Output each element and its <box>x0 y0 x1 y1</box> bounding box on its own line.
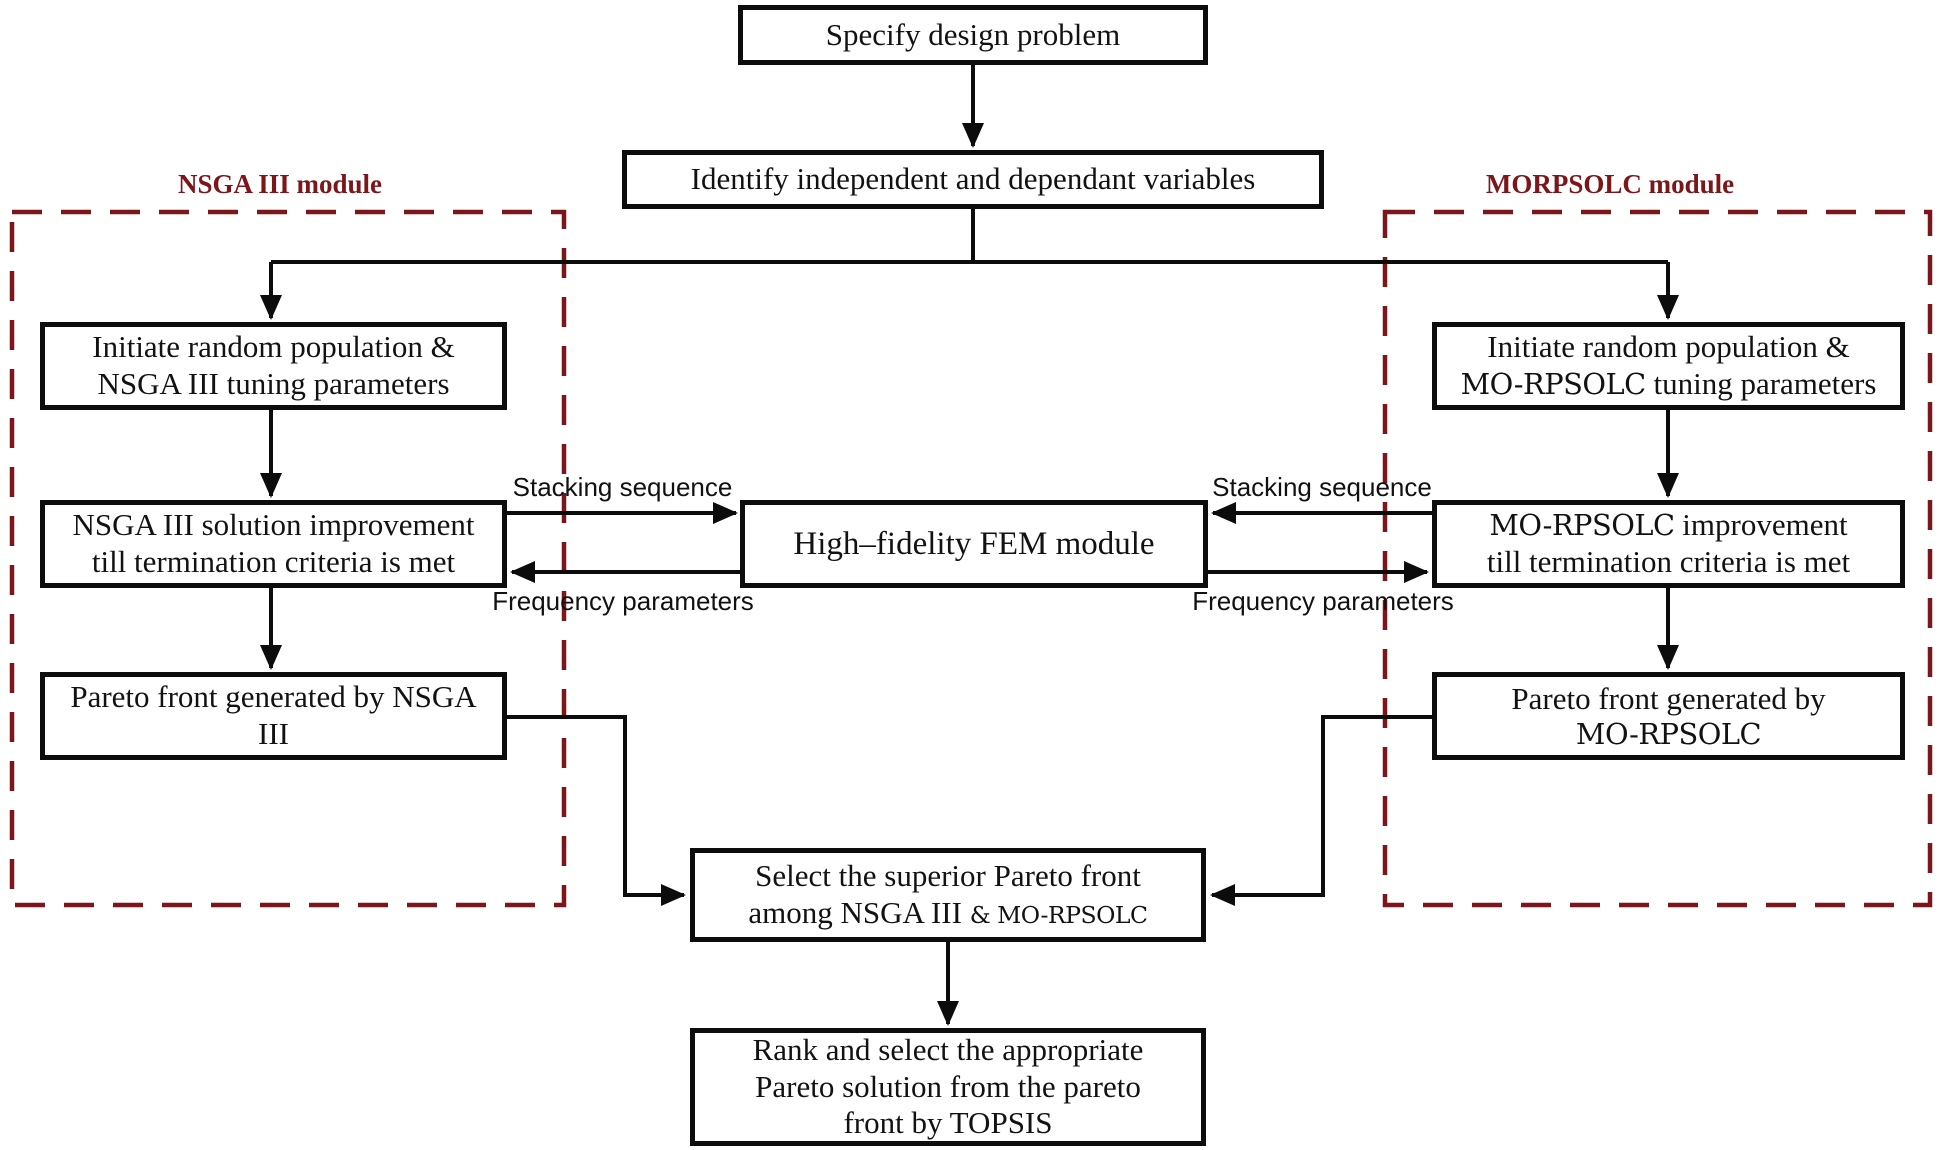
nsga-improvement-box: NSGA III solution improvement till termi… <box>40 500 507 588</box>
init-nsga-line2: NSGA III tuning parameters <box>97 366 450 401</box>
select-line2-alt: & MO-RPSOLC <box>969 901 1148 929</box>
init-mo-line1: Initiate random population & <box>1487 329 1850 365</box>
specify-text: Specify design problem <box>825 16 1121 52</box>
init-mo-line2-rest: tuning parameters <box>1645 366 1877 401</box>
pareto-front-morpsolc-box: Pareto front generated by MO-RPSOLC <box>1432 672 1905 760</box>
fem-module-box: High–fidelity FEM module <box>740 500 1208 588</box>
nsga-module-title: NSGA III module <box>177 169 383 199</box>
nsga-module-boundary <box>9 209 567 908</box>
identify-text: Identify independent and dependant varia… <box>690 161 1256 197</box>
morpsolc-module-title: MORPSOLC module <box>1485 169 1735 199</box>
select-line1: Select the superior Pareto front <box>755 858 1141 894</box>
pareto-mo-line2: MO-RPSOLC <box>1575 717 1762 752</box>
frequency-parameters-label-left: Frequency parameters <box>492 586 754 616</box>
pareto-front-nsga-box: Pareto front generated by NSGA III <box>40 672 507 760</box>
arrow-pareto-left-to-select <box>507 715 686 906</box>
improve-mo-line1-alt: MO-RPSOLC <box>1489 508 1675 543</box>
pareto-nsga-line2: III <box>258 716 289 751</box>
fem-text: High–fidelity FEM module <box>793 525 1155 562</box>
morpsolc-module-boundary <box>1382 209 1933 908</box>
stacking-sequence-label-left: Stacking sequence <box>512 472 733 502</box>
rank-line3: front by TOPSIS <box>843 1105 1053 1141</box>
init-mo-line2-alt: MO-RPSOLC <box>1460 367 1647 401</box>
pareto-nsga-line1: Pareto front generated by NSGA <box>70 679 477 715</box>
rank-topsis-box: Rank and select the appropriate Pareto s… <box>690 1028 1206 1146</box>
improve-nsga-line2: till termination criteria is met <box>91 544 456 579</box>
identify-variables-box: Identify independent and dependant varia… <box>622 150 1324 209</box>
improve-mo-line2: till termination criteria is met <box>1486 544 1851 579</box>
frequency-parameters-label-right: Frequency parameters <box>1192 586 1454 616</box>
rank-line1: Rank and select the appropriate <box>752 1032 1144 1068</box>
improve-mo-line1: MO-RPSOLC improvement <box>1489 507 1847 544</box>
select-line2: among NSGA III & MO-RPSOLC <box>748 895 1148 932</box>
improve-nsga-line1: NSGA III solution improvement <box>72 507 475 543</box>
init-population-nsga-box: Initiate random population & NSGA III tu… <box>40 322 507 410</box>
morpsolc-improvement-box: MO-RPSOLC improvement till termination c… <box>1432 500 1905 588</box>
pareto-mo-line1: Pareto front generated by <box>1511 680 1826 716</box>
init-population-morpsolc-box: Initiate random population & MO-RPSOLC t… <box>1432 322 1905 410</box>
specify-design-problem-box: Specify design problem <box>738 5 1208 65</box>
init-mo-line2: MO-RPSOLC tuning parameters <box>1461 366 1877 403</box>
improve-mo-line1-rest: improvement <box>1674 507 1848 543</box>
select-line2-main: among NSGA III <box>748 895 970 930</box>
init-nsga-line1: Initiate random population & <box>92 329 455 365</box>
stacking-sequence-label-right: Stacking sequence <box>1212 472 1432 502</box>
arrow-pareto-right-to-select <box>1210 715 1437 906</box>
rank-line2: Pareto solution from the pareto <box>755 1068 1141 1104</box>
select-superior-pareto-box: Select the superior Pareto front among N… <box>690 848 1206 942</box>
